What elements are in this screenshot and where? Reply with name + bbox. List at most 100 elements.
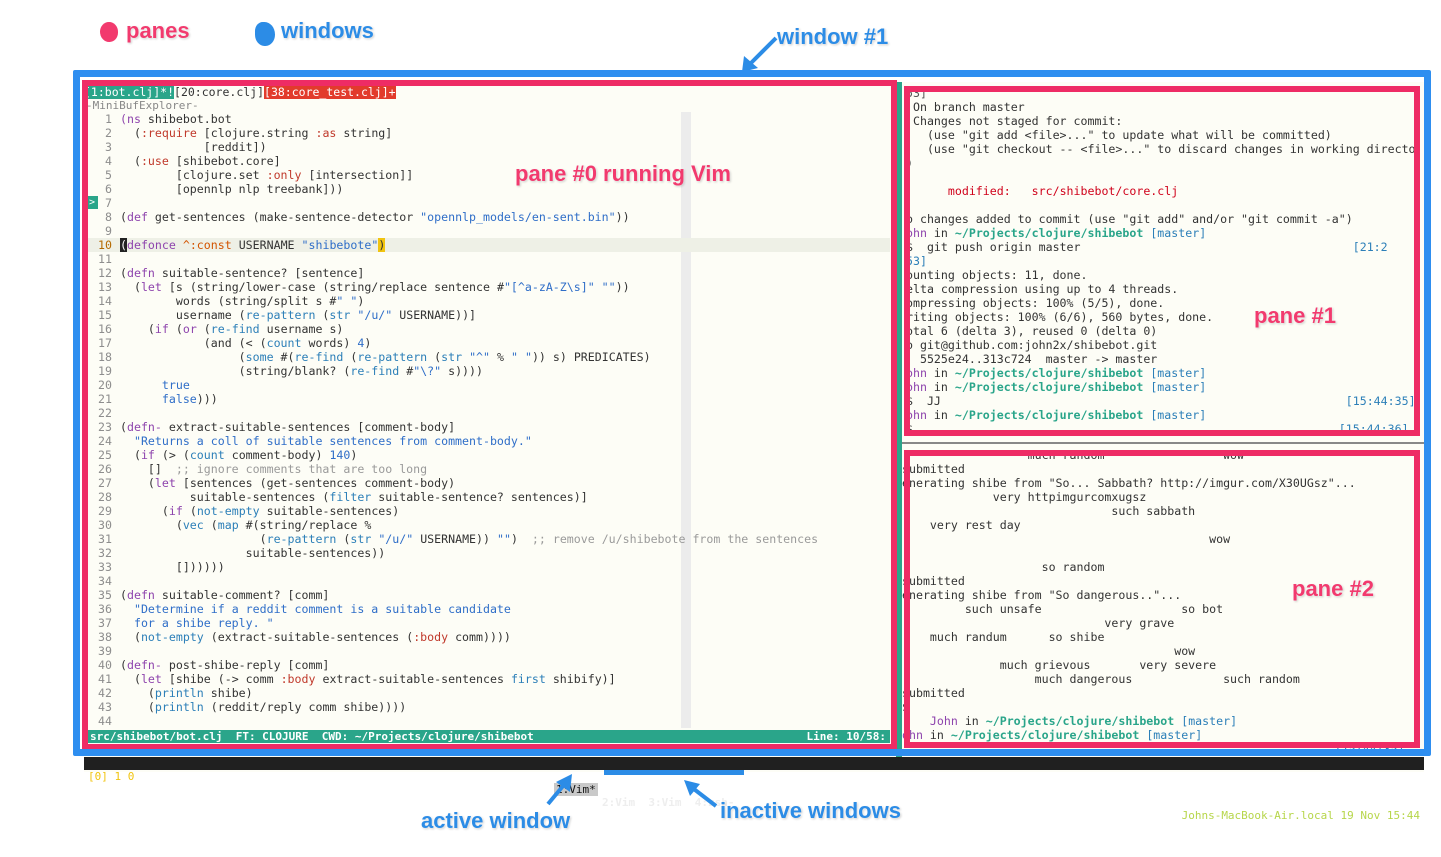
code-text: (vec (map #(string/replace % — [120, 518, 372, 532]
terminal-line: 5525e24..313c724 master -> master — [906, 352, 1158, 366]
code-line: 18 (some #(re-find (re-pattern (str "^" … — [84, 350, 651, 364]
terminal-line: modified: src/shibebot/core.clj — [947, 184, 1179, 198]
code-text: suitable-sentences (filter suitable-sent… — [120, 490, 588, 504]
code-text: [opennlp nlp treebank])) — [120, 182, 344, 196]
code-line: 36 "Determine if a reddit comment is a s… — [84, 602, 511, 616]
terminal-line: $ git push origin master [21:2 — [906, 240, 1388, 254]
terminal-line: ohn in ~/Projects/clojure/shibebot [mast… — [902, 728, 1203, 742]
code-line: 15 username (re-pattern (str "/u/" USERN… — [84, 308, 476, 322]
windows-legend-icon — [255, 22, 275, 46]
code-text: (:use [shibebot.core] — [120, 154, 281, 168]
terminal-line: very httpimgurcomxugsz — [902, 490, 1147, 504]
panes-legend-label: panes — [126, 18, 190, 43]
line-number: 13 — [98, 280, 112, 294]
line-number: 3 — [105, 140, 112, 154]
code-line: 27 (let [sentences (get-sentences commen… — [84, 476, 455, 490]
terminal-line: so random — [902, 560, 1105, 574]
line-number: 25 — [98, 448, 112, 462]
terminal-line: submitted — [902, 574, 965, 588]
line-number: 18 — [98, 350, 112, 364]
vim-buffer-tab[interactable]: [20:core.clj] — [174, 85, 265, 99]
terminal-line: 53] — [906, 254, 927, 268]
line-number: 30 — [98, 518, 112, 532]
active-window-arrow-icon — [546, 774, 572, 806]
line-number: 12 — [98, 266, 112, 280]
code-line: 13 (let [s (string/lower-case (string/re… — [84, 280, 630, 294]
vim-tabline: [1:bot.clj]*![20:core.clj][38:core_test.… — [84, 85, 396, 99]
line-number: 14 — [98, 294, 112, 308]
line-number: 42 — [98, 686, 112, 700]
inactive-windows-label: inactive windows — [720, 798, 901, 823]
line-number: 8 — [105, 210, 112, 224]
code-line: 37 for a shibe reply. " — [84, 616, 274, 630]
terminal-line: much grievous very severe — [902, 658, 1217, 672]
code-text: (println (reddit/reply comm shibe)))) — [120, 700, 407, 714]
code-line: 41 (let [shibe (-> comm :body extract-su… — [84, 672, 616, 686]
code-text: [clojure.set :only [intersection]] — [120, 168, 414, 182]
line-number: 40 — [98, 658, 112, 672]
line-number: 10 — [98, 238, 112, 252]
cursor-line — [84, 238, 890, 252]
pane1-output[interactable]: 53] On branch master Changes not staged … — [902, 86, 1424, 438]
line-number: 43 — [98, 700, 112, 714]
minibuf-explorer: -MiniBufExplorer- — [86, 99, 199, 112]
code-text: [reddit]) — [120, 140, 267, 154]
vim-buffer-tab[interactable]: [38:core_test.clj]+ — [264, 85, 396, 99]
vim-status-right: Line: 10/58: — [806, 730, 886, 743]
inactive-windows-underline — [604, 770, 744, 775]
code-line: 40(defn- post-shibe-reply [comm] — [84, 658, 329, 672]
terminal-line: such sabbath — [902, 504, 1196, 518]
line-number: 28 — [98, 490, 112, 504]
code-text: (if (or (re-find username s) — [120, 322, 344, 336]
terminal-line: ohn in ~/Projects/clojure/shibebot [mast… — [906, 408, 1207, 422]
code-text: []))))) — [120, 560, 225, 574]
line-number: 24 — [98, 434, 112, 448]
code-line: 39 — [84, 644, 120, 658]
code-line: 17 (and (< (count words) 4) — [84, 336, 371, 350]
line-number: 35 — [98, 588, 112, 602]
terminal-line: very rest day — [902, 518, 1021, 532]
code-text: words (string/split s #" ") — [120, 294, 365, 308]
code-text: (let [s (string/lower-case (string/repla… — [120, 280, 630, 294]
code-text: "Returns a coll of suitable sentences fr… — [133, 434, 532, 448]
terminal-line: ounting objects: 11, done. — [906, 268, 1088, 282]
terminal-line: enerating shibe from "So dangerous.."... — [902, 588, 1182, 602]
code-text: (not-empty (extract-suitable-sentences (… — [120, 630, 511, 644]
line-number: 36 — [98, 602, 112, 616]
tmux-terminal: [1:bot.clj]*![20:core.clj][38:core_test.… — [84, 82, 1424, 772]
vim-buffer-tab[interactable]: [1:bot.clj]*! — [84, 85, 175, 99]
code-line: 14 words (string/split s #" ") — [84, 294, 364, 308]
line-number: 11 — [98, 252, 112, 266]
pane-hdivider — [902, 442, 1424, 444]
terminal-line: $ JJ [15:44:35] — [906, 394, 1416, 408]
pane2-label: pane #2 — [1292, 576, 1374, 601]
line-number: 2 — [105, 126, 112, 140]
code-line: 11 — [84, 252, 120, 266]
code-text: (defonce ^:const USERNAME "shibebote") — [120, 238, 386, 252]
terminal-line: riting objects: 100% (6/6), 560 bytes, d… — [906, 310, 1214, 324]
code-line: 33 []))))) — [84, 560, 225, 574]
pane0-box — [82, 80, 897, 750]
code-line: 12(defn suitable-sentence? [sentence] — [84, 266, 364, 280]
code-line: 24 "Returns a coll of suitable sentences… — [84, 434, 532, 448]
vim-statusline: src/shibebot/bot.clj FT: CLOJURE CWD: ~/… — [84, 730, 890, 743]
code-line: 29 (if (not-empty suitable-sentences) — [84, 504, 399, 518]
code-line: 25 (if (> (count comment-body) 140) — [84, 448, 357, 462]
pane2-box — [904, 450, 1420, 748]
line-number: 33 — [98, 560, 112, 574]
code-text: [] ;; ignore comments that are too long — [120, 462, 428, 476]
code-line: 34 — [84, 574, 120, 588]
code-line: 31 (re-pattern (str "/u/" USERNAME)) "")… — [84, 532, 818, 546]
terminal-line: wow — [902, 644, 1196, 658]
code-line: 20 true — [84, 378, 190, 392]
terminal-line: submitted — [902, 686, 965, 700]
terminal-line: (use "git checkout -- <file>..." to disc… — [906, 142, 1416, 156]
line-number: 31 — [98, 532, 112, 546]
terminal-line: much randum so shibe — [902, 630, 1105, 644]
code-line: 3 [reddit]) — [84, 140, 267, 154]
pane1-label: pane #1 — [1254, 303, 1336, 328]
line-number: 37 — [98, 616, 112, 630]
line-number: 15 — [98, 308, 112, 322]
terminal-line: such unsafe so bot — [902, 602, 1224, 616]
